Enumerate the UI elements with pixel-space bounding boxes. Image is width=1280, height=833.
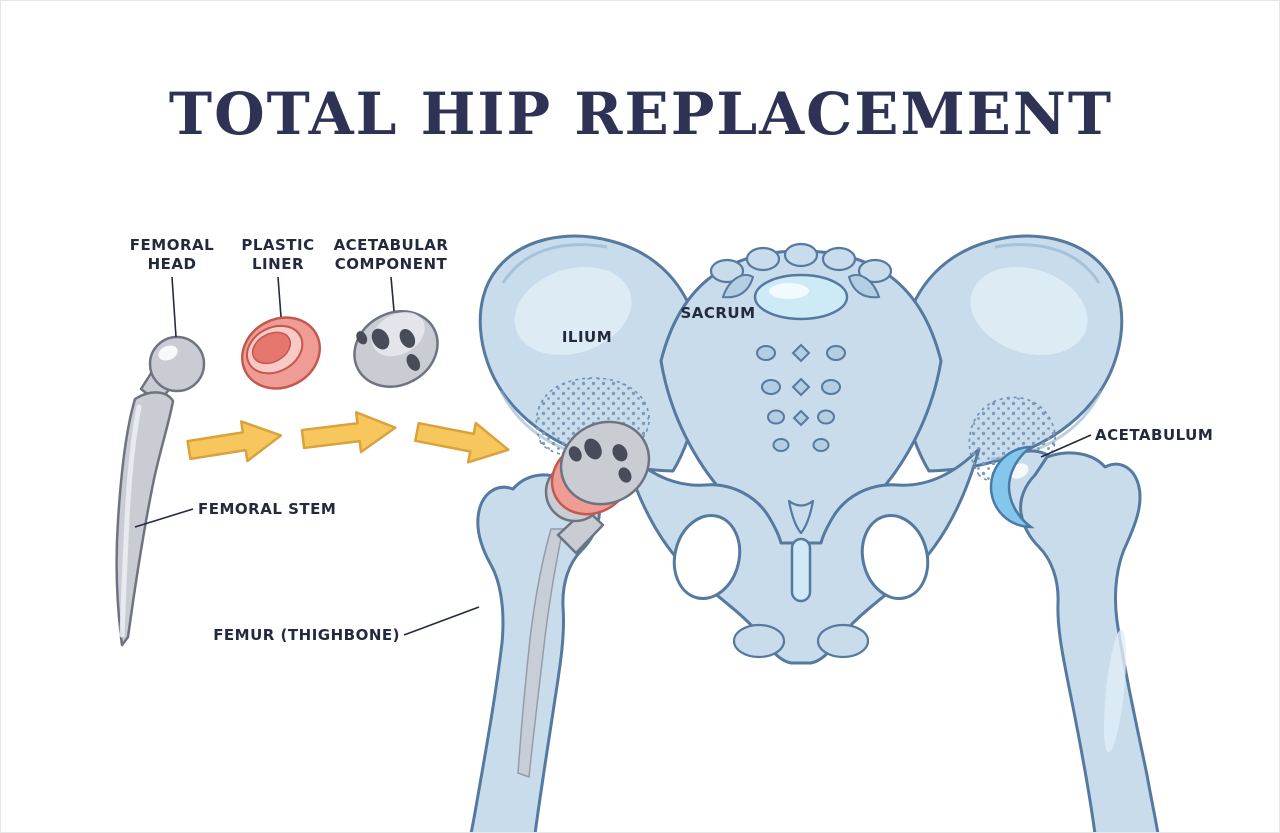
acetabulum-cartilage — [989, 445, 1035, 529]
sacral-crest-bumps — [709, 242, 893, 284]
right-femur-shaft — [1019, 451, 1160, 832]
ilium-label: ILIUM — [562, 328, 612, 346]
right-obturator-foramen — [860, 514, 930, 600]
arrow-2 — [300, 411, 397, 454]
implanted-shell-holes — [568, 438, 632, 483]
left-femur-implant-graphic — [469, 420, 651, 832]
coccyx-shape — [787, 499, 815, 535]
left-ilium-highlight — [514, 266, 632, 356]
assembly-arrows — [186, 411, 510, 464]
pubic-symphysis — [790, 537, 812, 603]
component-stem-highlight — [119, 404, 142, 638]
plastic-liner-label-line2: LINER — [252, 255, 304, 273]
component-plastic-liner — [240, 316, 322, 390]
right-femur-highlight — [1103, 629, 1127, 753]
femoral-head-pointer — [171, 276, 177, 338]
page-title: TOTAL HIP REPLACEMENT — [169, 80, 1113, 148]
acetabular-component-pointer — [390, 276, 395, 312]
right-ilium-highlight — [970, 266, 1088, 356]
sacral-ala-notch-left — [721, 274, 755, 299]
component-head-highlight — [158, 345, 178, 361]
acetabulum-label: ACETABULUM — [1095, 426, 1213, 444]
sacrum-label: SACRUM — [680, 304, 755, 322]
arrow-1 — [186, 420, 283, 463]
right-iliac-crest-top — [994, 243, 1101, 284]
left-iliac-crest-top — [501, 243, 608, 284]
femur-label: FEMUR (THIGHBONE) — [213, 626, 400, 644]
sacral-canal-highlight — [769, 283, 809, 299]
component-acetabular-shell — [353, 310, 439, 388]
sacral-ala-notch-right — [847, 274, 881, 299]
femoral-head-label-line2: HEAD — [148, 255, 197, 273]
acetabulum-pointer — [1040, 434, 1092, 458]
femoral-stem-label: FEMORAL STEM — [198, 500, 336, 518]
component-femoral-head — [148, 335, 206, 393]
acetabular-component-label-line2: COMPONENT — [335, 255, 448, 273]
right-ischium-bump — [816, 623, 870, 659]
exploded-implant-components — [115, 310, 510, 647]
femoral-stem-pointer — [134, 508, 194, 528]
implanted-stem — [517, 528, 564, 779]
sacral-foramina — [756, 343, 846, 452]
femur-pointer — [403, 606, 480, 636]
left-obturator-foramen — [672, 514, 742, 600]
plastic-liner-pointer — [277, 276, 282, 318]
pointer-lines — [134, 276, 1092, 636]
implanted-shell — [559, 420, 651, 506]
femoral-head-label-line1: FEMORAL — [130, 236, 214, 254]
left-ischium-bump — [732, 623, 786, 659]
acetabular-component-label-line1: ACETABULAR — [334, 236, 449, 254]
arrow-3 — [414, 421, 510, 464]
implanted-neck — [556, 507, 605, 555]
anatomy-labels: ILIUM SACRUM ACETABULUM — [562, 304, 1213, 444]
plastic-liner-label-line1: PLASTIC — [241, 236, 314, 254]
pelvis-graphic — [478, 234, 1124, 665]
right-femur-graphic — [989, 445, 1160, 832]
component-labels: FEMORAL HEAD PLASTIC LINER ACETABULAR CO… — [130, 236, 449, 644]
